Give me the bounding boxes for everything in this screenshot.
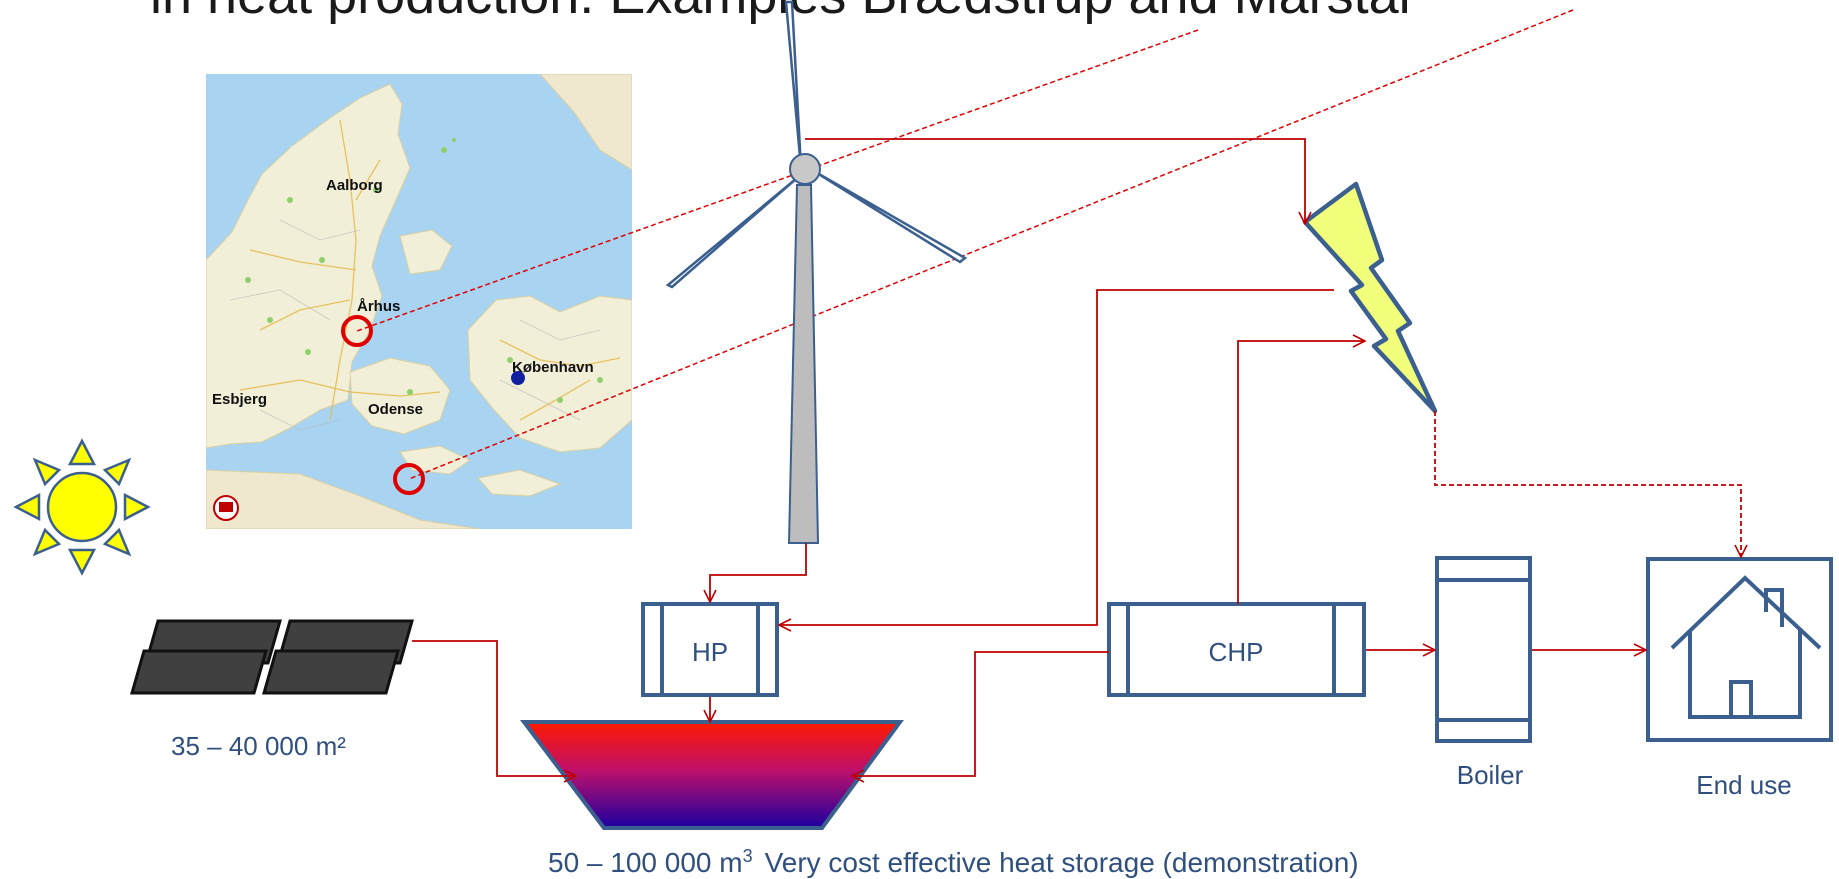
boiler-label: Boiler [1457, 760, 1524, 790]
chp-label: CHP [1209, 637, 1264, 667]
wind-turbine-icon [665, 0, 968, 544]
flow-lines [412, 138, 1646, 776]
solar-collector-field [130, 619, 414, 695]
heat-storage-pit [519, 720, 904, 830]
location-pointer-lines [356, 9, 1574, 480]
storage-volume-exponent: 3 [743, 846, 753, 866]
grid-to-hp-line [779, 289, 1334, 625]
slide-title: in heat production: Examples Brædstrup a… [150, 0, 1810, 26]
solar-to-storage-line [412, 640, 576, 776]
solar-area-label: 35 – 40 000 m² [171, 731, 346, 761]
boiler-unit [1435, 556, 1532, 743]
map-label-esbjerg: Esbjerg [212, 391, 267, 408]
chp-to-grid-line [1237, 341, 1365, 604]
braedstrup-location-marker [341, 315, 373, 347]
storage-label: 50 – 100 000 m3 Very cost effective heat … [548, 846, 1359, 878]
grid-to-end-use-line [1434, 411, 1741, 557]
end-use-house-icon [1646, 557, 1833, 742]
sun-icon [13, 438, 151, 576]
chp-unit [1107, 602, 1366, 697]
heat-pump-unit [641, 602, 779, 697]
turbine-to-grid-line [805, 138, 1305, 224]
end-use-label: End use [1696, 770, 1791, 800]
marstal-location-marker [393, 463, 425, 495]
map-label-odense: Odense [368, 401, 423, 418]
map-label-aalborg: Aalborg [326, 177, 383, 194]
storage-volume-text: 50 – 100 000 m [548, 847, 743, 878]
electricity-grid-icon [1302, 181, 1438, 414]
map-label-copenhagen: København [512, 359, 594, 376]
denmark-map: Aalborg Århus København Esbjerg Odense [206, 74, 632, 529]
map-label-aarhus: Århus [357, 298, 400, 315]
copenhagen-marker [511, 371, 525, 385]
turbine-to-hp-line [710, 543, 807, 602]
chp-to-storage-line [852, 651, 1109, 776]
hp-label: HP [692, 637, 728, 667]
storage-description-text: Very cost effective heat storage (demons… [765, 847, 1359, 878]
